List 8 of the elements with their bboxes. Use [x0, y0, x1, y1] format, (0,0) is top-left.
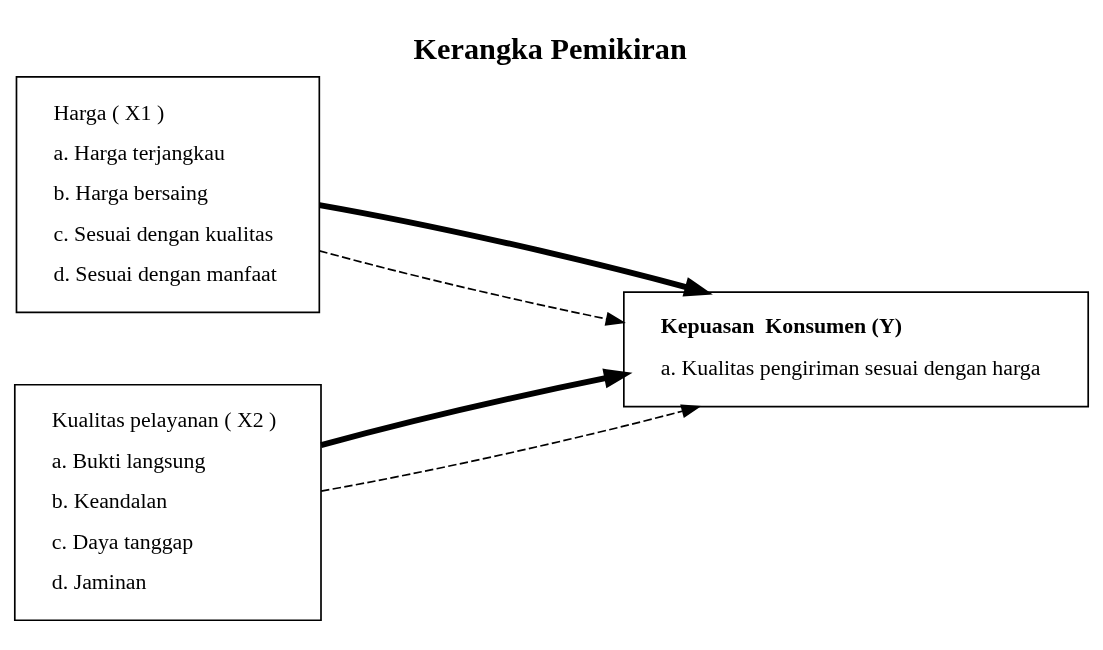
diagram-title: Kerangka Pemikiran	[413, 32, 687, 66]
arrow	[320, 404, 702, 492]
node-box: Kualitas pelayanan ( X2 ) a. Bukti langsung b. Keandalan c. Daya tanggap d. Jaminan	[13, 383, 322, 622]
arrow	[318, 250, 626, 326]
node-box: Harga ( X1 ) a. Harga terjangkau b. Harga bersaing c. Sesuai dengan kualitas d. Sesuai dengan manfaat	[15, 76, 321, 314]
arrow	[318, 202, 713, 297]
node-box: Kepuasan Konsumen (Y) a. Kualitas pengiriman sesuai dengan harga	[623, 291, 1090, 408]
arrow	[320, 368, 633, 448]
